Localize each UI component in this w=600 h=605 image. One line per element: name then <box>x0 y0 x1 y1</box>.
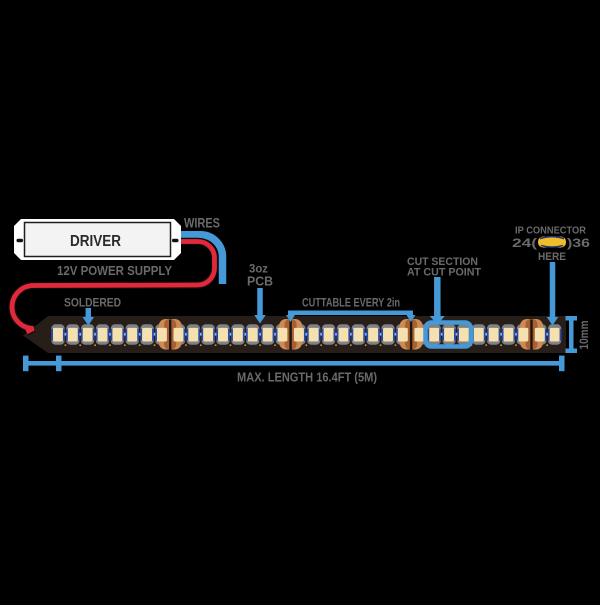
svg-text:IP CONNECTOR: IP CONNECTOR <box>515 225 586 237</box>
svg-text:CUTTABLE EVERY 2in: CUTTABLE EVERY 2in <box>302 298 400 310</box>
svg-text:24(: 24( <box>512 236 537 250</box>
svg-text:SOLDERED: SOLDERED <box>64 298 121 310</box>
svg-text:3oz: 3oz <box>249 262 268 276</box>
svg-text:HERE: HERE <box>538 251 566 263</box>
svg-text:CUT SECTION: CUT SECTION <box>407 256 478 268</box>
svg-text:)36: )36 <box>567 236 590 250</box>
svg-text:12V POWER SUPPLY: 12V POWER SUPPLY <box>57 263 172 278</box>
svg-text:AT CUT POINT: AT CUT POINT <box>407 266 481 278</box>
svg-text:PCB: PCB <box>247 275 273 289</box>
svg-text:DRIVER: DRIVER <box>70 233 121 250</box>
svg-text:MAX. LENGTH 16.4FT (5M): MAX. LENGTH 16.4FT (5M) <box>237 371 377 385</box>
svg-text:WIRES: WIRES <box>184 215 220 231</box>
svg-text:10mm: 10mm <box>577 321 591 350</box>
